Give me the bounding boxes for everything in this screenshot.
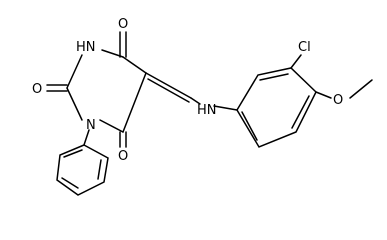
bond-c6-n1 [99,119,124,133]
carbonyl-bonds [46,31,127,148]
aniline-inner-1 [259,73,289,81]
nh-ring-label: HN [76,40,96,55]
phenyl-inner-2 [61,177,79,189]
pyrimidine-ring [66,49,147,133]
phenyl-hexagon [56,144,109,196]
bond-ring-cl [290,54,302,69]
nh-linker-label: HN [197,103,217,118]
bond-o-methyl [349,79,373,99]
bond-c5-ch-a [145,72,192,99]
aniline-inner-3 [241,111,258,141]
methylidene-linker [145,72,238,111]
bond-ring-o [315,91,332,99]
aniline-ring [236,54,373,148]
bond-c2-n3 [66,54,83,89]
oxygen-bottom-label: O [118,149,128,164]
phenyl-inner-3 [63,149,83,158]
phenyl-inner-1 [97,159,102,180]
bond-nh-aryl [213,105,238,111]
bond-n1-c2 [66,87,83,121]
atom-labels: O HN O N O HN Cl O [32,17,343,164]
molecule-diagram: O HN O N O HN Cl O [32,17,373,196]
oxygen-top-label: O [118,17,128,32]
chlorine-label: Cl [298,40,311,55]
bond-n1-phenyl [83,129,90,146]
bond-ch-nh [190,97,201,105]
bond-c4-c5 [122,56,147,74]
bond-c5-c6 [122,72,147,133]
structure-canvas: O HN O N O HN Cl O [32,17,373,196]
aniline-inner-2 [291,95,310,129]
bond-c5-ch-b [147,78,190,103]
aniline-hexagon [236,67,317,148]
phenyl-ring [56,129,109,196]
oxygen-methoxy-label: O [333,93,343,108]
nitrogen-ring-label: N [86,118,96,133]
oxygen-left-label: O [32,82,42,97]
